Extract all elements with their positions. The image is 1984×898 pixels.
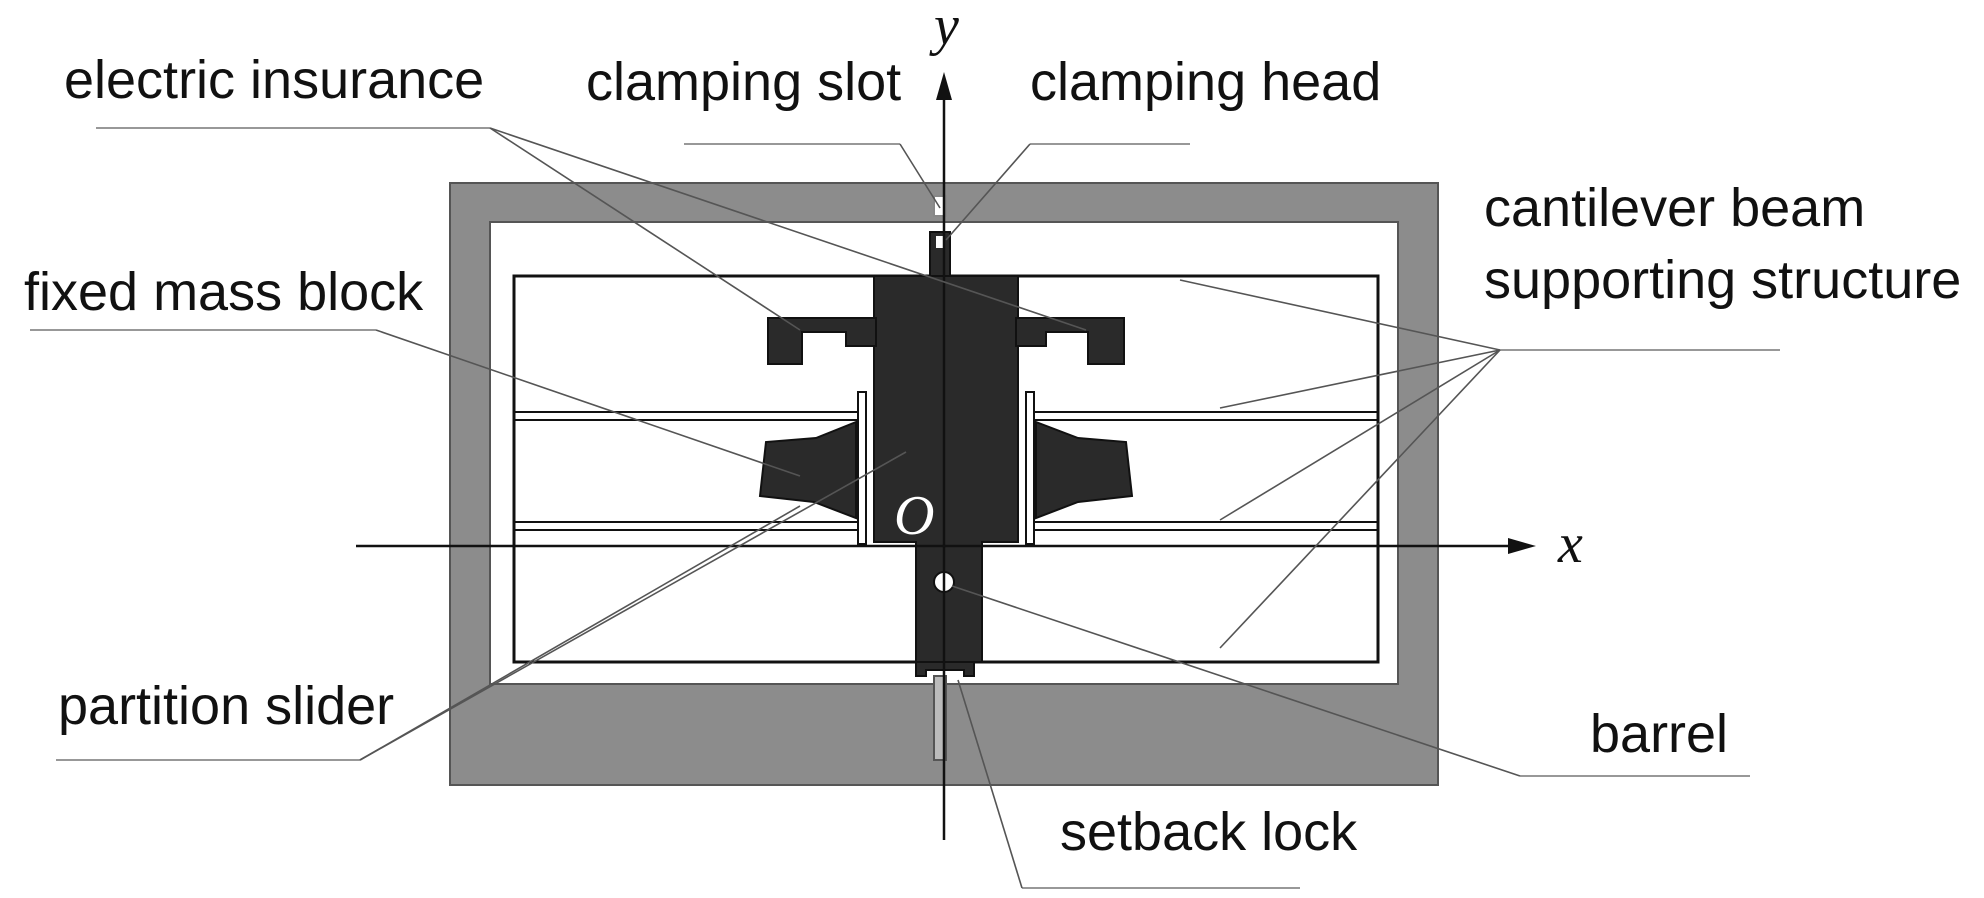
label-setback-lock: setback lock (1060, 802, 1358, 862)
y-axis-label: y (929, 0, 959, 57)
label-clamping-slot: clamping slot (586, 52, 901, 112)
leader-lines (30, 127, 1780, 889)
label-electric-insurance: electric insurance (64, 50, 484, 110)
x-axis-label: x (1557, 513, 1583, 575)
electric-insurance-parts (767, 317, 1125, 365)
coordinate-axes (356, 72, 1536, 840)
origin-label: O (894, 485, 934, 547)
label-clamping-head: clamping head (1030, 52, 1381, 112)
label-fixed-mass-block: fixed mass block (24, 262, 424, 322)
label-cantilever-beam: cantilever beam (1484, 178, 1865, 238)
label-partition-slider: partition slider (58, 676, 394, 736)
slider-guides (857, 391, 1035, 545)
label-barrel: barrel (1590, 704, 1728, 764)
partition-slider-body (873, 275, 1019, 663)
label-supporting-structure: supporting structure (1484, 250, 1961, 310)
